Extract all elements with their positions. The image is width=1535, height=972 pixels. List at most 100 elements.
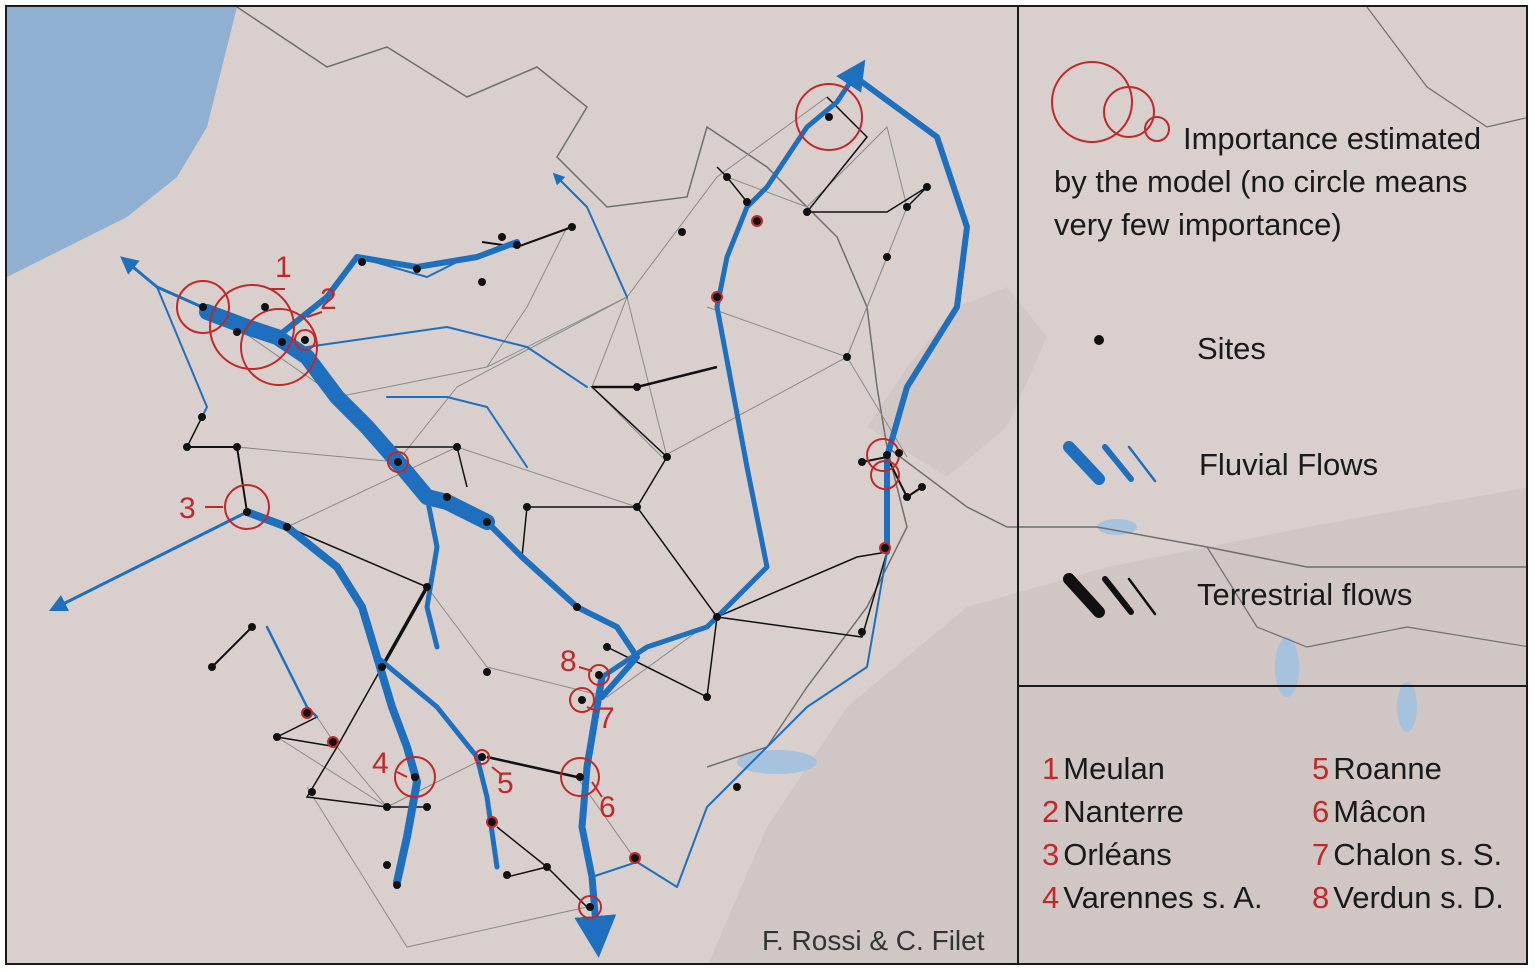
importance-circle <box>486 816 498 828</box>
lake <box>1275 637 1299 697</box>
importance-circle <box>629 852 641 864</box>
country-border <box>1366 7 1526 128</box>
legend-site-dot-icon <box>1094 335 1104 345</box>
lake <box>1097 519 1137 535</box>
country-border <box>236 7 1526 568</box>
map-label-2: 2 <box>320 283 337 316</box>
map-label-6: 6 <box>599 791 616 824</box>
importance-circle-orleans <box>224 484 270 530</box>
legend-small-circle-icon <box>1144 116 1170 142</box>
map-label-1: 1 <box>275 251 292 284</box>
importance-circle-varennes <box>394 756 436 798</box>
legend-symbols <box>1051 61 1170 618</box>
importance-circle <box>301 707 313 719</box>
place-number: 8 <box>1312 880 1330 915</box>
importance-circle <box>711 291 723 303</box>
legend-fluvial-thick-icon <box>1063 441 1105 485</box>
place-name: Orléans <box>1063 837 1172 872</box>
importance-circle <box>387 451 409 473</box>
saone-moselle-flow <box>599 59 866 680</box>
meuse-flow <box>552 172 628 298</box>
importance-circle-nanterre <box>294 329 316 351</box>
map-figure: 1 2 3 4 5 6 7 8 F. Rossi & C. Filet Impo… <box>5 5 1528 965</box>
importance-circle-meulan <box>209 284 295 370</box>
country-border <box>706 446 908 768</box>
importance-circle <box>240 308 318 386</box>
loire-west-flow <box>48 510 249 612</box>
legend-importance-line2: by the model (no circle means <box>1054 164 1468 199</box>
legend-fluvial-label: Fluvial Flows <box>1199 447 1379 482</box>
place-number: 2 <box>1042 794 1060 829</box>
vosges-relief <box>867 287 1047 477</box>
importance-circle-macon <box>560 757 600 797</box>
importance-circle <box>327 736 339 748</box>
aisne-flow <box>356 256 468 278</box>
map-label-3: 3 <box>179 492 196 525</box>
importance-circle-verdun <box>588 664 610 686</box>
legend-terrestrial-thin-icon <box>1127 577 1157 616</box>
sites <box>183 113 931 911</box>
importance-circle-chalon <box>569 687 595 713</box>
importance-circles <box>176 83 900 919</box>
map-label-7: 7 <box>598 702 615 735</box>
sea-area <box>7 7 237 277</box>
alps-relief <box>708 487 1526 963</box>
legend-panel: Importance estimated by the model (no ci… <box>1017 7 1526 687</box>
importance-circle <box>176 280 230 334</box>
place-number: 3 <box>1042 837 1060 872</box>
map-credit: F. Rossi & C. Filet <box>762 925 985 956</box>
place-name: Varennes s. A. <box>1063 880 1263 915</box>
loire-flow <box>243 508 421 886</box>
seine-lower-flow <box>199 304 495 530</box>
place-number: 4 <box>1042 880 1060 915</box>
importance-circle <box>795 83 863 151</box>
place-name: Verdun s. D. <box>1333 880 1504 915</box>
country-border <box>1206 546 1526 648</box>
place-name: Roanne <box>1333 751 1442 786</box>
place-name: Nanterre <box>1063 794 1184 829</box>
map-canvas <box>7 7 1526 963</box>
importance-circle <box>578 895 602 919</box>
seine-middle-flow <box>484 519 640 700</box>
importance-circle <box>870 460 900 490</box>
place-number: 6 <box>1312 794 1330 829</box>
place-name: Meulan <box>1063 751 1165 786</box>
importance-circle-roanne <box>474 749 490 765</box>
importance-circle <box>751 215 763 227</box>
importance-circle <box>879 542 891 554</box>
oise-flow <box>274 239 520 340</box>
place-name: Mâcon <box>1333 794 1427 829</box>
loire-upper-flow <box>424 494 440 650</box>
legend-importance-line1: Importance estimated <box>1183 121 1482 156</box>
map-label-8: 8 <box>560 645 577 678</box>
rhone-flow <box>574 673 617 958</box>
legend-fluvial-medium-icon <box>1102 444 1134 482</box>
rhone-upper-flow <box>591 551 888 888</box>
place-number: 1 <box>1042 751 1060 786</box>
legend-large-circle-icon <box>1051 61 1133 143</box>
legend-terrestrial-thick-icon <box>1063 573 1105 618</box>
place-number: 5 <box>1312 751 1330 786</box>
legend-medium-circle-icon <box>1103 86 1155 138</box>
place-number: 7 <box>1312 837 1330 872</box>
legend-sites-label: Sites <box>1197 331 1266 366</box>
legend-terrestrial-medium-icon <box>1102 576 1134 615</box>
legend-fluvial-thin-icon <box>1127 445 1157 483</box>
map-label-5: 5 <box>497 767 514 800</box>
yonne-flow <box>386 396 528 468</box>
marne-flow <box>306 326 588 388</box>
legend-terrestrial-label: Terrestrial flows <box>1197 577 1413 612</box>
map-label-4: 4 <box>372 747 389 780</box>
legend-importance-line3: very few importance) <box>1054 207 1342 242</box>
